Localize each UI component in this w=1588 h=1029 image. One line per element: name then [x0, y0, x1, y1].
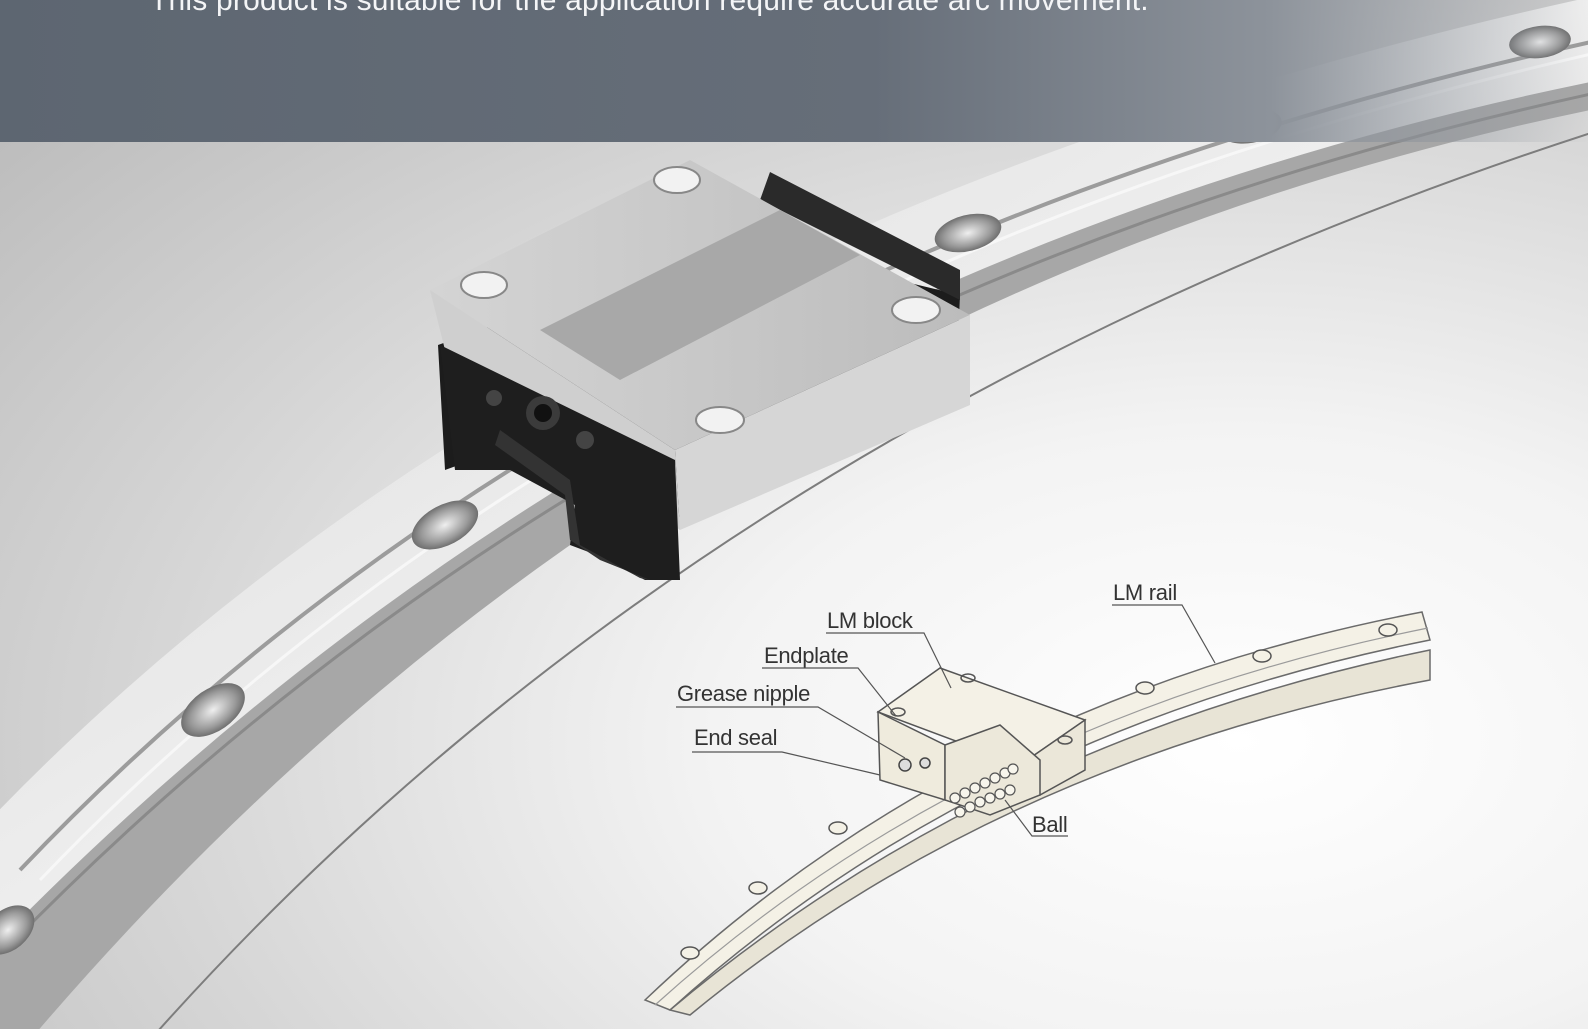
label-end-seal: End seal	[694, 725, 778, 750]
cutaway-diagram	[643, 611, 1431, 1016]
label-grease-nipple: Grease nipple	[677, 681, 811, 706]
label-ball: Ball	[1032, 812, 1068, 837]
header-band: This product is suitable for the applica…	[0, 0, 1588, 142]
label-lm-block: LM block	[827, 608, 913, 633]
intro-text: This product is suitable for the applica…	[150, 0, 1149, 17]
label-lm-rail: LM rail	[1113, 580, 1177, 605]
label-endplate: Endplate	[764, 643, 849, 668]
leader-lines	[676, 604, 1216, 837]
carriage-block	[430, 160, 970, 580]
